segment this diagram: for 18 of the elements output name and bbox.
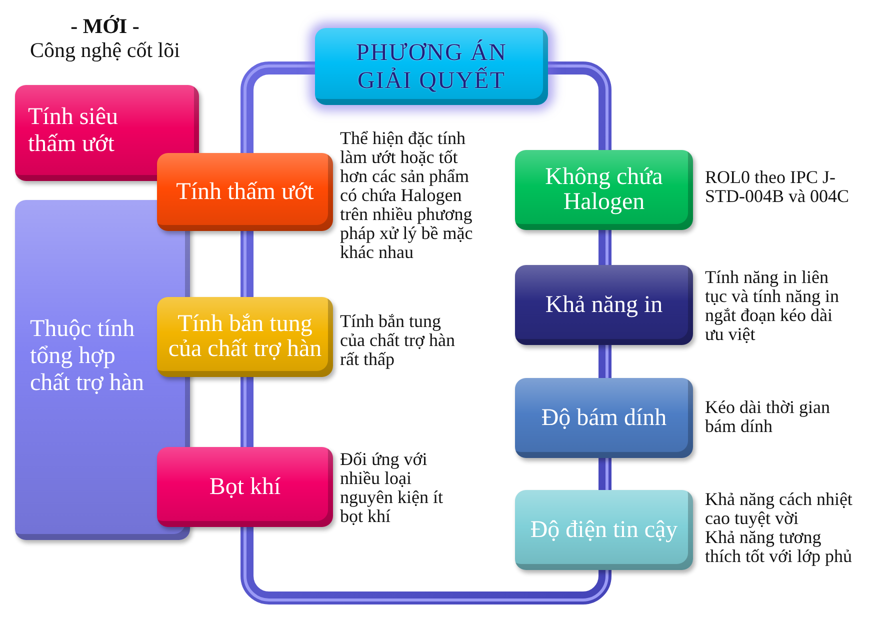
feature-box: Độ điện tin cậy	[515, 490, 693, 570]
feature-box: Không chứa Halogen	[515, 150, 693, 230]
note-text: Thể hiện đặc tính làm ướt hoặc tốt hơn các sản phẩm có chứa Halogen trên nhiều phương pháp xử lý bề mặc khác nhau	[340, 129, 474, 262]
note-text: Tính bắn tung của chất trợ hàn rất thấp	[340, 312, 456, 369]
feature-box: Khả năng in	[515, 265, 693, 345]
feature-box: Độ bám dính	[515, 378, 693, 458]
note-text: Khả năng cách nhiệt cao tuyệt vời	[705, 490, 854, 528]
feature-box: Bọt khí	[157, 447, 333, 527]
note-text: Tính năng in liên tục và tính năng in ngắt đoạn kéo dài ưu việt	[705, 268, 840, 344]
feature-box: Tính thấm ướt	[157, 153, 333, 231]
note-text: ROL0 theo IPC J-STD-004B và 004C	[705, 168, 850, 206]
feature-box: Tính bắn tung của chất trợ hàn	[157, 297, 333, 377]
title: - MỚI - Công nghệ cốt lõi	[29, 14, 181, 62]
note-text: Kéo dài thời gian bám dính	[705, 398, 831, 436]
heading-box: PHƯƠNG ÁN GIẢI QUYẾT	[315, 28, 548, 105]
note-text: Khả năng tương thích tốt với lớp phủ	[705, 528, 854, 566]
category-box: Tính siêu thấm ướt	[15, 85, 199, 181]
note-text: Đối ứng với nhiều loại nguyên kiện ít bọt khí	[340, 450, 444, 526]
